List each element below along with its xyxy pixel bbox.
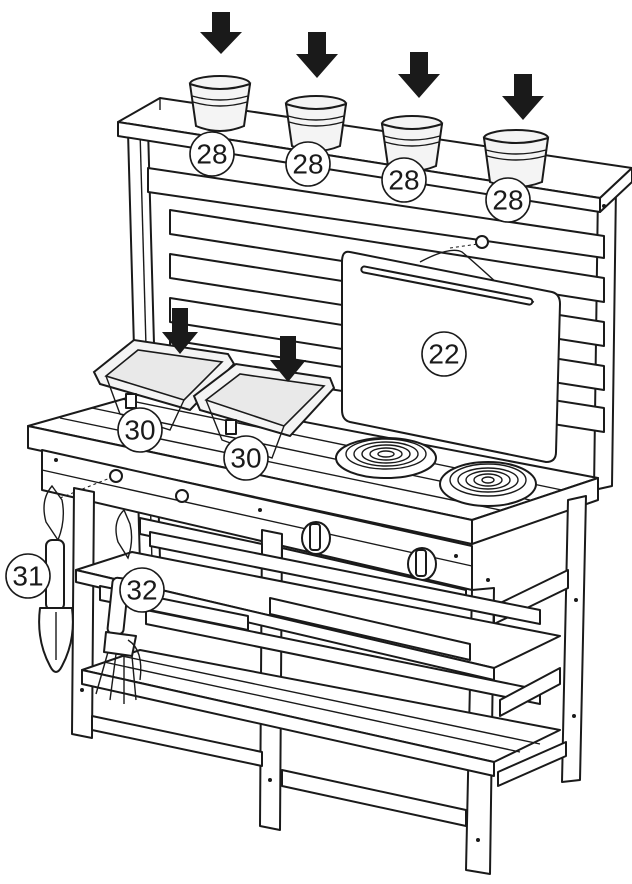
knob-right xyxy=(407,547,437,581)
flower-pot-4 xyxy=(482,129,550,188)
sink-bowls xyxy=(92,308,336,459)
callout-shovel: 31 xyxy=(5,553,51,599)
callout-pot-1: 28 xyxy=(189,131,235,177)
callout-pot-3: 28 xyxy=(381,157,427,203)
down-arrow-icon xyxy=(200,12,242,54)
callout-pot-2-label: 28 xyxy=(292,149,323,180)
callout-board-label: 22 xyxy=(428,339,459,370)
down-arrow-icon xyxy=(502,74,544,120)
hot-plate-left xyxy=(335,437,437,479)
callout-pot-2: 28 xyxy=(285,141,331,187)
down-arrow-icon xyxy=(398,52,440,98)
callout-fork-label: 32 xyxy=(126,575,157,606)
callout-pot-4-label: 28 xyxy=(492,185,523,216)
knob-left xyxy=(301,521,331,555)
callout-sink-left-label: 30 xyxy=(124,415,155,446)
hot-plate-right xyxy=(439,461,537,507)
down-arrow-icon xyxy=(162,308,198,354)
base-frame xyxy=(71,487,587,875)
insert-arrows-pots xyxy=(200,12,544,120)
down-arrow-icon xyxy=(296,32,338,78)
callout-sink-right: 30 xyxy=(223,435,269,481)
callout-fork: 32 xyxy=(119,567,165,613)
flower-pot-2 xyxy=(284,95,348,152)
hot-plates xyxy=(335,437,537,507)
sink-bowl-right xyxy=(192,362,336,459)
garden-shovel xyxy=(38,484,74,673)
down-arrow-icon xyxy=(270,336,306,382)
callout-pot-4: 28 xyxy=(485,177,531,223)
flower-pots xyxy=(188,75,550,188)
callout-sink-left: 30 xyxy=(117,407,163,453)
callout-board: 22 xyxy=(421,331,467,377)
flower-pot-1 xyxy=(188,75,252,132)
callout-sink-right-label: 30 xyxy=(230,443,261,474)
callout-shovel-label: 31 xyxy=(12,561,43,592)
callout-pot-1-label: 28 xyxy=(196,139,227,170)
callout-pot-3-label: 28 xyxy=(388,165,419,196)
